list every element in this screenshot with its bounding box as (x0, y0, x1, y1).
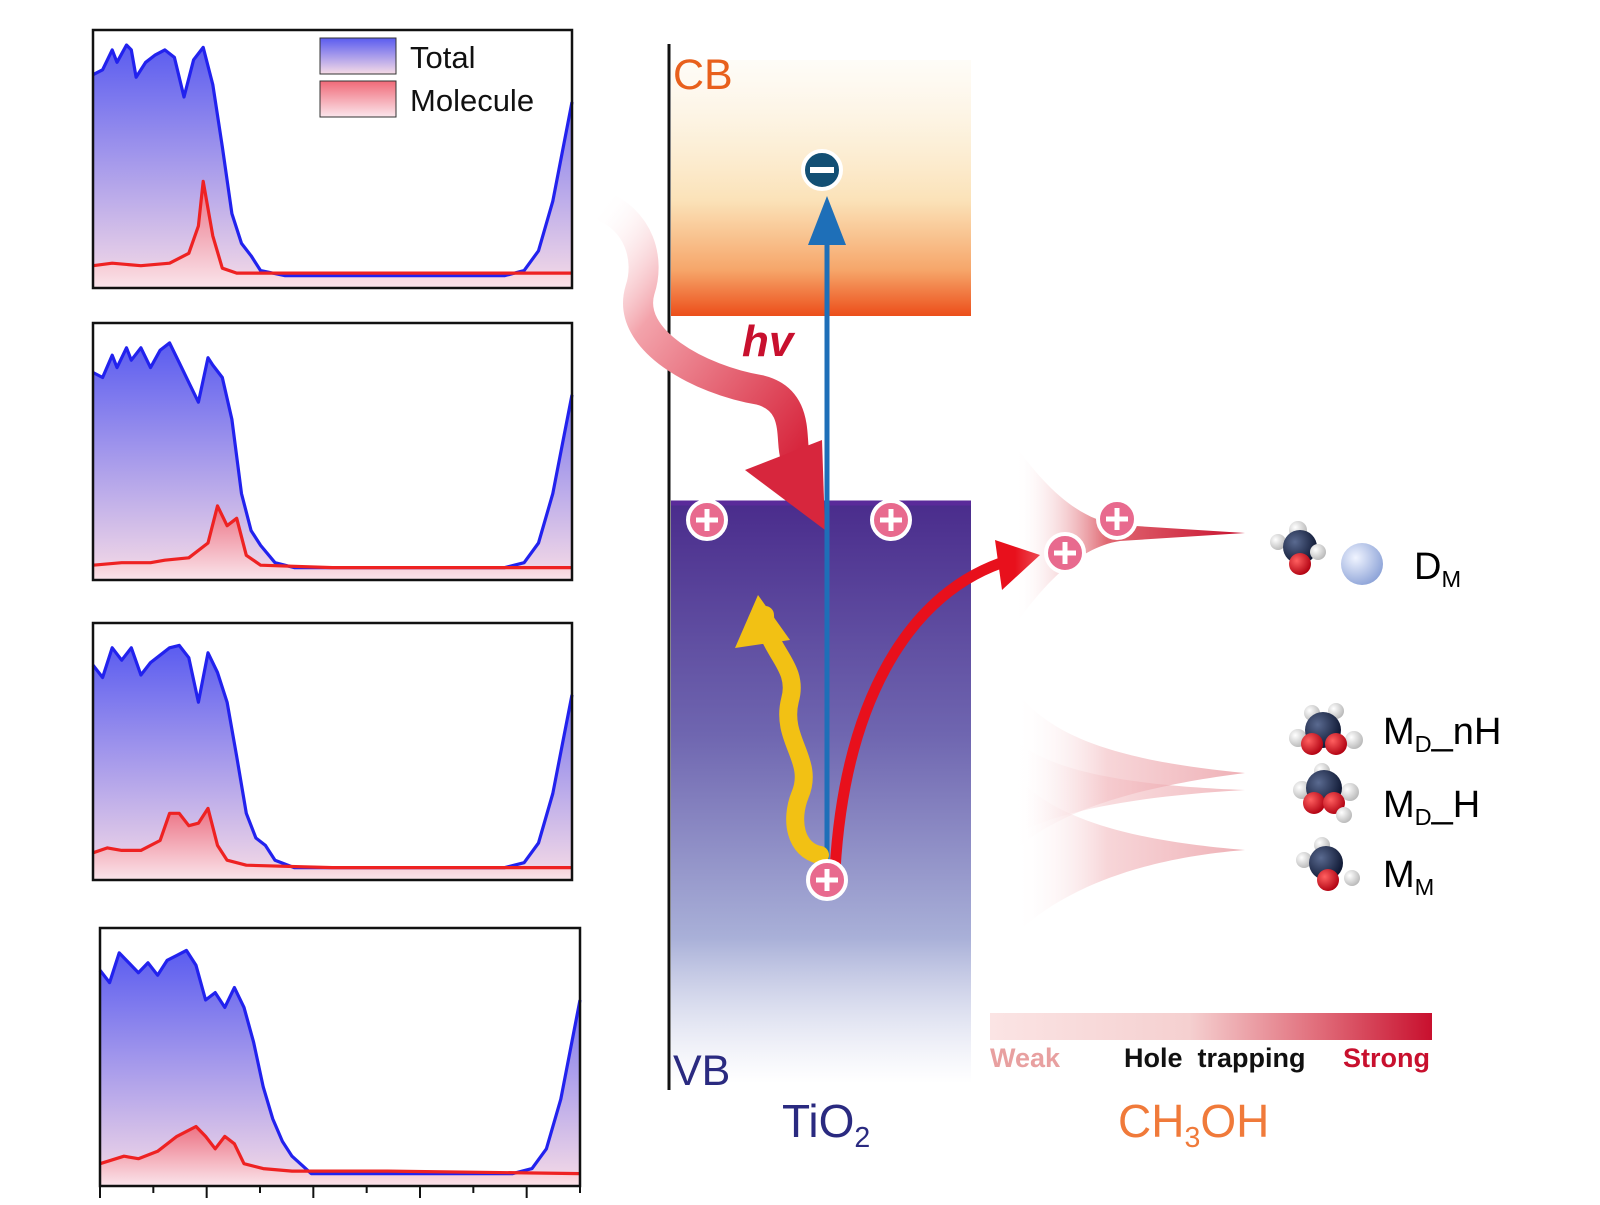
species-mdnh-sub: D (1414, 731, 1432, 758)
species-dm-main: D (1414, 546, 1442, 588)
hole-plus-v-5 (1114, 508, 1120, 530)
hole-plus-v-1 (704, 509, 710, 531)
ch3oh-part2: OH (1200, 1095, 1270, 1147)
species-mdh-tail: _H (1431, 784, 1481, 826)
molecule-md-nh (1289, 703, 1363, 755)
scale-middle-label: Hole trapping (1124, 1043, 1306, 1073)
dos-molecule-area-4 (100, 1126, 580, 1186)
valence-band (671, 503, 971, 1083)
holes (686, 498, 1138, 901)
atom-icon (1341, 543, 1383, 585)
hole-transfer-arrow (829, 554, 1016, 876)
legend-swatch-molecule (319, 80, 397, 118)
trap-distribution-mm (1015, 775, 1245, 935)
electron-icon (801, 149, 843, 191)
ch3oh-label: CH3OH (1118, 1098, 1269, 1152)
hole-plus-v-2 (888, 509, 894, 531)
species-label-dm: DM (1414, 548, 1461, 592)
legend-total-label: Total (410, 40, 475, 75)
species-mdh-sub: D (1414, 804, 1432, 831)
trap-distribution-md-h (1015, 740, 1245, 835)
tio2-main: TiO (782, 1095, 855, 1147)
ch3oh-part1: CH (1118, 1095, 1185, 1147)
dos-molecule-line-1 (92, 179, 572, 275)
dos-panel-frame-2 (91, 321, 574, 582)
species-label-mm: MM (1383, 856, 1434, 900)
species-mdnh-main: M (1383, 711, 1415, 753)
hv-label: hv (742, 317, 794, 366)
tio2-label: TiO2 (782, 1098, 870, 1152)
dos-molecule-line-3 (92, 806, 572, 870)
dos-total-line-2 (92, 341, 574, 570)
dos-molecule-area-2 (93, 505, 572, 580)
dos-molecule-line-2 (92, 504, 572, 570)
ch3oh-subscript: 3 (1184, 1121, 1201, 1154)
hole-relaxation-arrowhead (735, 595, 790, 648)
tio2-subscript: 2 (854, 1121, 871, 1154)
species-mm-main: M (1383, 854, 1415, 896)
species-label-md-h: MD_H (1383, 786, 1480, 830)
dos-molecule-area-1 (93, 181, 572, 288)
species-label-md-nh: MD_nH (1383, 713, 1501, 757)
hole-icon (686, 499, 728, 541)
hole-plus-v-3 (824, 869, 830, 891)
scale-weak-label: Weak (990, 1043, 1061, 1073)
molecule-mm (1296, 837, 1360, 891)
excitation-arrowhead (808, 196, 846, 245)
hole-icon (870, 499, 912, 541)
cb-label: CB (673, 51, 733, 99)
scale-strong-label: Strong (1343, 1043, 1430, 1073)
legend-swatch-total (319, 37, 397, 75)
dos-molecule-area-3 (93, 808, 572, 880)
photon-arrowhead (745, 440, 825, 530)
vb-label: VB (673, 1047, 731, 1095)
hole-icon (806, 859, 848, 901)
dos-panels (91, 28, 582, 1198)
hole-plus-v-4 (1062, 542, 1068, 564)
legend-molecule-label: Molecule (410, 83, 534, 118)
species-dm-sub: M (1441, 566, 1462, 593)
legend: Total Molecule (319, 37, 534, 118)
dos-total-area-2 (93, 342, 572, 580)
molecule-md-h (1293, 763, 1359, 823)
species-mdnh-tail: _nH (1431, 711, 1502, 753)
dos-panel-frame-3 (91, 621, 574, 882)
band-diagram (585, 44, 1040, 1090)
hole-trapping-scale (990, 1013, 1432, 1040)
photon-wave (585, 190, 810, 470)
species-mm-sub: M (1414, 874, 1435, 901)
species-mdh-main: M (1383, 784, 1415, 826)
molecule-dm (1270, 521, 1383, 585)
dos-total-line-3 (91, 643, 574, 870)
hole-icon (1096, 498, 1138, 540)
hole-relaxation-wave (756, 606, 829, 864)
hole-icon (1044, 532, 1086, 574)
dos-total-area-4 (100, 950, 580, 1186)
dos-molecule-line-4 (99, 1124, 581, 1176)
dos-panel-frame-1 (91, 28, 574, 290)
dos-panel-frame-4 (98, 926, 582, 1188)
